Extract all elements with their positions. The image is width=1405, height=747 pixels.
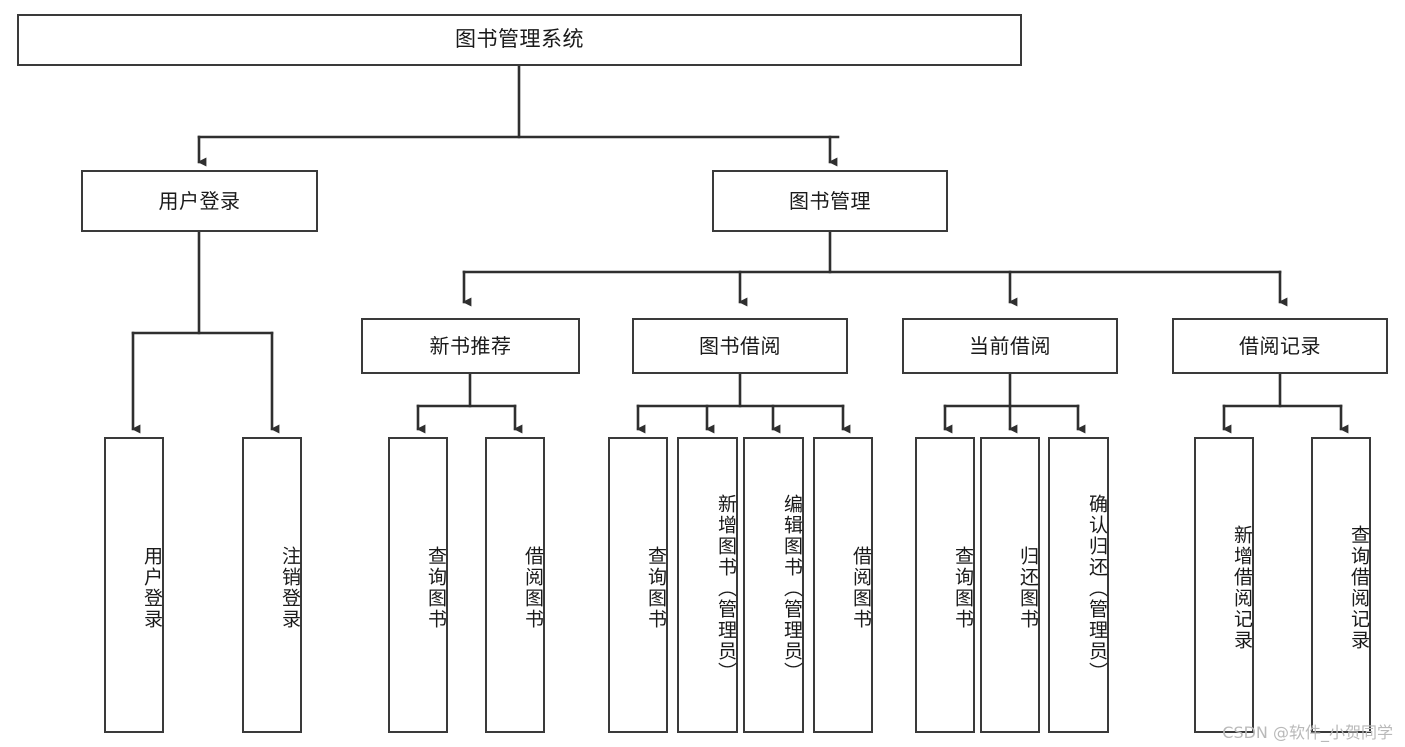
node-leaf-add-book[interactable]: 新增图书（管理员） [677,437,738,733]
node-leaf-query-book-2[interactable]: 查询图书 [608,437,668,733]
node-leaf-add-record-label: 新增借阅记录 [1231,525,1253,651]
node-new-book-recommend[interactable]: 新书推荐 [361,318,580,374]
node-leaf-confirm-return-label: 确认归还（管理员） [1086,493,1108,683]
node-leaf-borrow-book-2[interactable]: 借阅图书 [813,437,873,733]
connector-group-current-borrow [943,372,1086,434]
node-current-borrow-label: 当前借阅 [969,333,1051,358]
node-borrow-record[interactable]: 借阅记录 [1172,318,1388,374]
node-leaf-query-book-3[interactable]: 查询图书 [915,437,975,733]
node-leaf-query-book-2-label: 查询图书 [645,546,667,630]
node-leaf-edit-book-label: 编辑图书（管理员） [781,493,803,683]
node-book-manage-label: 图书管理 [789,188,871,213]
node-book-manage[interactable]: 图书管理 [712,170,948,232]
node-leaf-return-book-label: 归还图书 [1017,546,1039,630]
node-new-book-recommend-label: 新书推荐 [429,333,512,358]
node-leaf-borrow-book-1[interactable]: 借阅图书 [485,437,545,733]
node-leaf-confirm-return[interactable]: 确认归还（管理员） [1048,437,1109,733]
connector-group-book-manage [462,230,1288,307]
node-leaf-edit-book[interactable]: 编辑图书（管理员） [743,437,804,733]
node-user-login[interactable]: 用户登录 [81,170,318,232]
node-leaf-return-book[interactable]: 归还图书 [980,437,1040,733]
node-book-borrow[interactable]: 图书借阅 [632,318,848,374]
node-leaf-logout-login-label: 注销登录 [279,546,301,630]
node-leaf-logout-login[interactable]: 注销登录 [242,437,302,733]
node-user-login-label: 用户登录 [158,188,241,213]
connector-group-root [197,64,840,167]
node-root-label: 图书管理系统 [455,27,584,52]
node-root[interactable]: 图书管理系统 [17,14,1022,66]
connector-group-new-book-recommend [416,372,523,434]
node-current-borrow[interactable]: 当前借阅 [902,318,1118,374]
node-leaf-add-book-label: 新增图书（管理员） [715,493,737,683]
node-leaf-query-record-label: 查询借阅记录 [1348,525,1370,651]
node-leaf-borrow-book-2-label: 借阅图书 [850,546,872,630]
node-leaf-query-book-1[interactable]: 查询图书 [388,437,448,733]
node-leaf-query-book-1-label: 查询图书 [425,546,447,630]
node-leaf-query-book-3-label: 查询图书 [952,546,974,630]
connector-group-user-login [131,230,280,434]
node-leaf-user-login-label: 用户登录 [141,546,163,630]
node-leaf-user-login[interactable]: 用户登录 [104,437,164,733]
node-leaf-borrow-book-1-label: 借阅图书 [522,546,544,630]
node-leaf-query-record[interactable]: 查询借阅记录 [1311,437,1371,733]
node-borrow-record-label: 借阅记录 [1239,333,1321,358]
connector-group-borrow-record [1222,372,1349,434]
connector-group-book-borrow [636,372,851,434]
node-leaf-add-record[interactable]: 新增借阅记录 [1194,437,1254,733]
node-book-borrow-label: 图书借阅 [699,333,781,358]
